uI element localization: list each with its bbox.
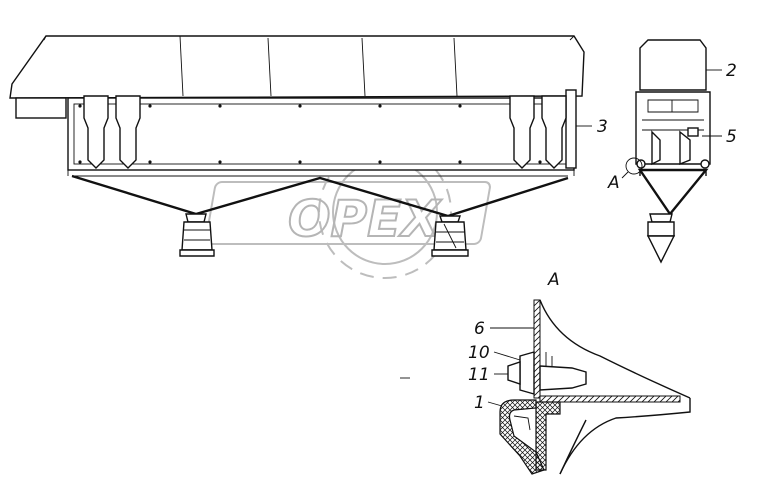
detail-view-a: [400, 299, 691, 475]
callout-10: 10: [468, 343, 490, 363]
watermark-logo: OPEX: [204, 145, 491, 279]
callout-2: 2: [726, 61, 737, 81]
callout-a: A: [607, 173, 620, 193]
detail-view-label: A: [547, 270, 560, 290]
callout-1: 1: [474, 393, 485, 413]
tank-end-view: [621, 39, 722, 264]
callout-6: 6: [474, 319, 485, 339]
tank-side-view: [9, 35, 592, 257]
watermark-logo-text: OPEX: [288, 190, 442, 248]
callout-11: 11: [468, 365, 490, 385]
callout-3: 3: [597, 117, 608, 137]
callout-5: 5: [726, 127, 737, 147]
